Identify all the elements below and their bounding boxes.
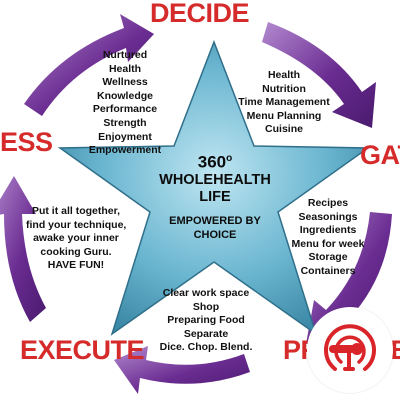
arrow-gather-to-prepare	[306, 212, 392, 344]
list-item: Knowledge	[96, 89, 153, 102]
degree-symbol: o	[226, 153, 233, 164]
list-item: Containers	[300, 264, 356, 277]
center-star	[57, 39, 371, 336]
stage-label-execute: EXECUTE	[20, 335, 145, 365]
center-degree: 360	[197, 152, 227, 172]
list-item: awake your inner	[33, 232, 119, 245]
stage-label-gather: GATHER	[360, 140, 400, 170]
list-item: Clear work space	[162, 287, 250, 299]
center-degree-line: 360o	[150, 150, 280, 172]
list-item: Wellness	[102, 76, 148, 89]
list-item: cooking Guru.	[40, 245, 112, 258]
list-prepare: Clear work space Shop Preparing Food Sep…	[158, 287, 254, 355]
list-item: Ingredients	[299, 224, 357, 237]
podcast-badge[interactable]	[307, 307, 393, 393]
list-execute: Put it all together, find your technique…	[26, 205, 126, 273]
list-item: Health	[108, 62, 142, 75]
arrow-assess-to-decide	[24, 14, 154, 116]
list-item: Time Management	[238, 96, 330, 109]
list-item: Menu Planning	[246, 109, 322, 122]
podcast-microphone-icon	[324, 324, 376, 371]
list-decide: Nurtured Health Wellness Knowledge Perfo…	[84, 49, 166, 158]
center-line4: CHOICE	[193, 228, 237, 241]
stage-label-assess: ASSESS	[0, 127, 53, 157]
list-item: Storage	[308, 251, 348, 264]
list-item: Dice. Chop. Blend.	[159, 341, 253, 354]
list-item: Preparing Food	[167, 314, 245, 327]
list-item: HAVE FUN!	[47, 259, 105, 272]
list-item: Empowerment	[88, 144, 162, 157]
list-item: Put it all together,	[31, 205, 121, 217]
center-line1: WHOLEHEALTH	[159, 171, 271, 188]
list-item: Nurtured	[102, 49, 148, 61]
arrow-execute-to-assess	[0, 176, 46, 322]
list-item: Separate	[183, 327, 229, 340]
list-item: Menu for week	[291, 237, 365, 250]
list-item: Enjoyment	[98, 130, 152, 143]
stage-label-decide: DECIDE	[150, 0, 250, 28]
center-line3: EMPOWERED BY	[169, 214, 261, 227]
list-item: Nutrition	[262, 82, 306, 95]
center-title: 360o WHOLEHEALTH LIFE EMPOWERED BY CHOIC…	[150, 150, 280, 242]
list-item: Cuisine	[265, 123, 303, 136]
list-gather-items: Recipes Seasonings Ingredients Menu for …	[280, 197, 376, 279]
center-line2: LIFE	[199, 188, 231, 205]
list-item: Performance	[92, 103, 158, 116]
star-shape	[57, 39, 371, 336]
arrow-decide-to-gather	[262, 22, 376, 128]
arrow-prepare-to-execute	[114, 346, 250, 394]
list-item: Health	[267, 69, 301, 81]
list-gather-focus: Health Nutrition Time Management Menu Pl…	[236, 69, 332, 137]
list-item: Recipes	[307, 197, 349, 209]
list-item: Seasonings	[298, 210, 358, 223]
list-item: Strength	[103, 116, 147, 129]
cycle-arrows	[0, 14, 392, 394]
list-item: Shop	[192, 300, 220, 313]
list-item: find your technique,	[26, 218, 127, 231]
